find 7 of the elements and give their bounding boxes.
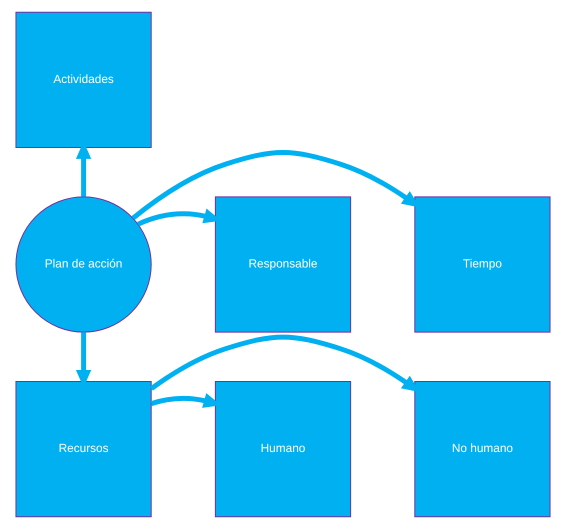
node-box: Humano bbox=[214, 381, 351, 518]
node-box: Actividades bbox=[14, 12, 152, 148]
node-box: No humano bbox=[414, 381, 550, 518]
node-box: Tiempo bbox=[414, 196, 550, 333]
node-box: Responsable bbox=[214, 196, 351, 333]
node-circle: Plan de acción bbox=[14, 196, 152, 333]
node-box: Recursos bbox=[14, 381, 152, 518]
